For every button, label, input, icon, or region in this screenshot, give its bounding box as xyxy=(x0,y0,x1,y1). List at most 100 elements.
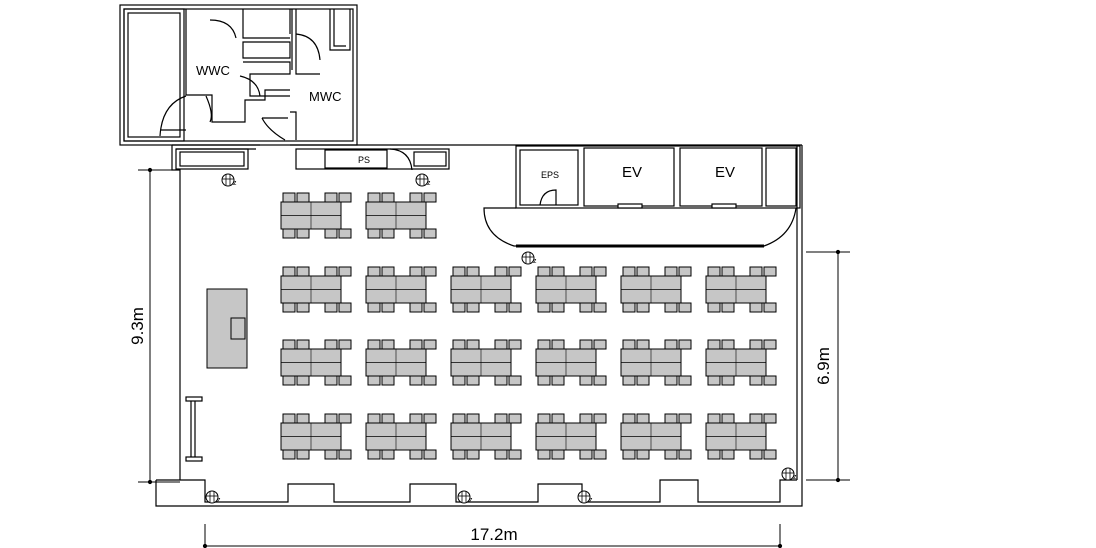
chair xyxy=(508,375,522,386)
chair xyxy=(409,302,423,313)
chair xyxy=(579,339,593,350)
chair xyxy=(452,449,466,460)
service-niches xyxy=(175,148,450,171)
podium-monitor xyxy=(230,317,246,340)
elevator-1-label: EV xyxy=(622,164,642,181)
chair xyxy=(636,449,650,460)
floor-outlet-icon: z xyxy=(781,467,797,481)
floor-outlet-icon: z xyxy=(577,490,593,504)
desk-group xyxy=(365,413,437,460)
chair xyxy=(282,413,296,424)
chair xyxy=(338,449,352,460)
pipe-shaft-label: PS xyxy=(358,155,370,165)
chair xyxy=(423,375,437,386)
chair xyxy=(466,302,480,313)
chair xyxy=(664,266,678,277)
chair xyxy=(721,375,735,386)
chair xyxy=(338,228,352,239)
chair xyxy=(664,413,678,424)
chair xyxy=(338,339,352,350)
chair xyxy=(721,449,735,460)
chair xyxy=(324,339,338,350)
chair xyxy=(466,375,480,386)
chair xyxy=(367,266,381,277)
floor-outlet-icon: z xyxy=(415,173,431,187)
desk-group xyxy=(620,266,692,313)
chair xyxy=(452,413,466,424)
chair xyxy=(636,339,650,350)
chair xyxy=(664,449,678,460)
chair xyxy=(664,339,678,350)
desk-group xyxy=(280,339,352,386)
chair xyxy=(579,449,593,460)
chair xyxy=(452,302,466,313)
desk-group xyxy=(705,339,777,386)
desk-group xyxy=(535,266,607,313)
chair xyxy=(664,375,678,386)
desk-group xyxy=(620,413,692,460)
chair xyxy=(296,339,310,350)
desk-group xyxy=(620,339,692,386)
chair xyxy=(721,302,735,313)
chair xyxy=(466,266,480,277)
chair xyxy=(466,339,480,350)
chair xyxy=(707,449,721,460)
chair xyxy=(707,266,721,277)
outlet-ring xyxy=(781,467,795,481)
chair xyxy=(622,413,636,424)
chair xyxy=(338,192,352,203)
chair xyxy=(324,266,338,277)
chair xyxy=(593,413,607,424)
chair xyxy=(423,302,437,313)
chair xyxy=(409,375,423,386)
chair xyxy=(367,449,381,460)
chair xyxy=(721,266,735,277)
outlet-label: z xyxy=(469,497,473,504)
chair xyxy=(678,266,692,277)
chair xyxy=(324,413,338,424)
chair xyxy=(551,302,565,313)
desk-group xyxy=(365,192,437,239)
chair xyxy=(409,339,423,350)
total-width-dimension: 17.2m xyxy=(470,525,517,544)
chair xyxy=(282,375,296,386)
chair xyxy=(537,339,551,350)
mens-wc-label: MWC xyxy=(309,89,342,104)
chair xyxy=(296,449,310,460)
outlet-ring xyxy=(521,251,535,265)
chair xyxy=(381,302,395,313)
chair xyxy=(381,192,395,203)
whiteboard xyxy=(185,396,203,462)
chair xyxy=(622,375,636,386)
desk-group xyxy=(705,266,777,313)
eps-label: EPS xyxy=(541,170,559,180)
chair xyxy=(593,266,607,277)
chair xyxy=(579,413,593,424)
chair xyxy=(466,449,480,460)
chair xyxy=(338,413,352,424)
chair xyxy=(593,449,607,460)
chair xyxy=(282,449,296,460)
chair xyxy=(636,266,650,277)
chair xyxy=(763,266,777,277)
chair xyxy=(381,228,395,239)
chair xyxy=(678,375,692,386)
chair xyxy=(324,449,338,460)
chair xyxy=(494,302,508,313)
chair xyxy=(537,413,551,424)
restroom-core xyxy=(119,4,358,146)
chair xyxy=(749,375,763,386)
chair xyxy=(508,339,522,350)
desk-group xyxy=(280,192,352,239)
chair xyxy=(579,375,593,386)
chair xyxy=(721,413,735,424)
chair xyxy=(452,266,466,277)
chair xyxy=(707,413,721,424)
chair xyxy=(324,302,338,313)
outlet-label: z xyxy=(427,180,431,187)
desk-group xyxy=(450,339,522,386)
chair xyxy=(338,375,352,386)
chair xyxy=(763,413,777,424)
desk-area xyxy=(280,192,777,460)
chair xyxy=(296,375,310,386)
